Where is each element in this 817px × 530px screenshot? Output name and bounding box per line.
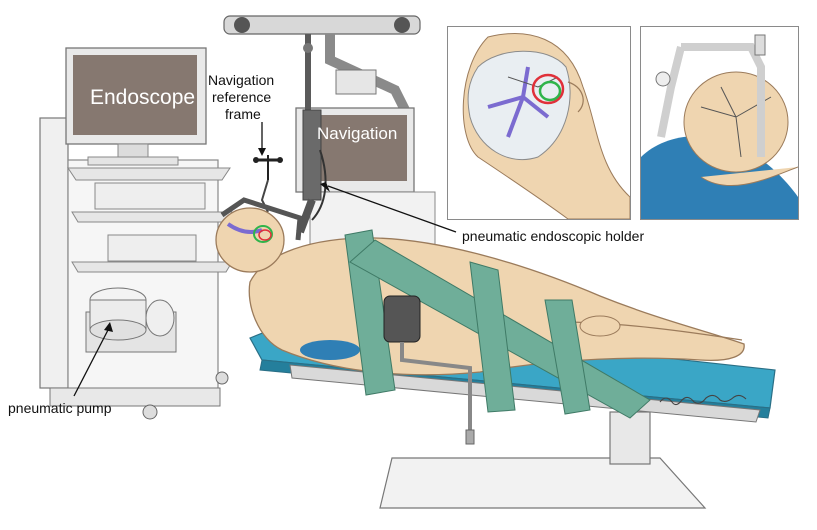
artist-signature [659,394,747,406]
nav-ref-line-3: frame [225,106,261,122]
callout-lines [73,122,457,397]
endoscope-screen [73,55,197,135]
nav-ref-line-2: reference [212,89,272,105]
reference-frame [253,155,283,213]
nav-ref-line-1: Navigation [208,72,275,88]
endoscope-cart [39,47,233,420]
pneumatic-holder-label: pneumatic endoscopic holder [462,228,645,244]
endoscope-screen-label: Endoscope [90,86,196,109]
table-base [379,411,707,509]
inset-head-holder [640,26,799,220]
inset-head-holder-art [641,27,798,219]
inset-skull-navigation-art [448,27,630,219]
nav-reference-frame-label: Navigation reference frame [208,72,274,123]
navigation-system [223,15,436,253]
navigation-screen-label: Navigation [317,124,398,143]
side-holder [383,295,475,445]
inset-skull-navigation [447,26,631,220]
pneumatic-pump-label: pneumatic pump [8,400,112,416]
restraint-straps [344,229,651,419]
